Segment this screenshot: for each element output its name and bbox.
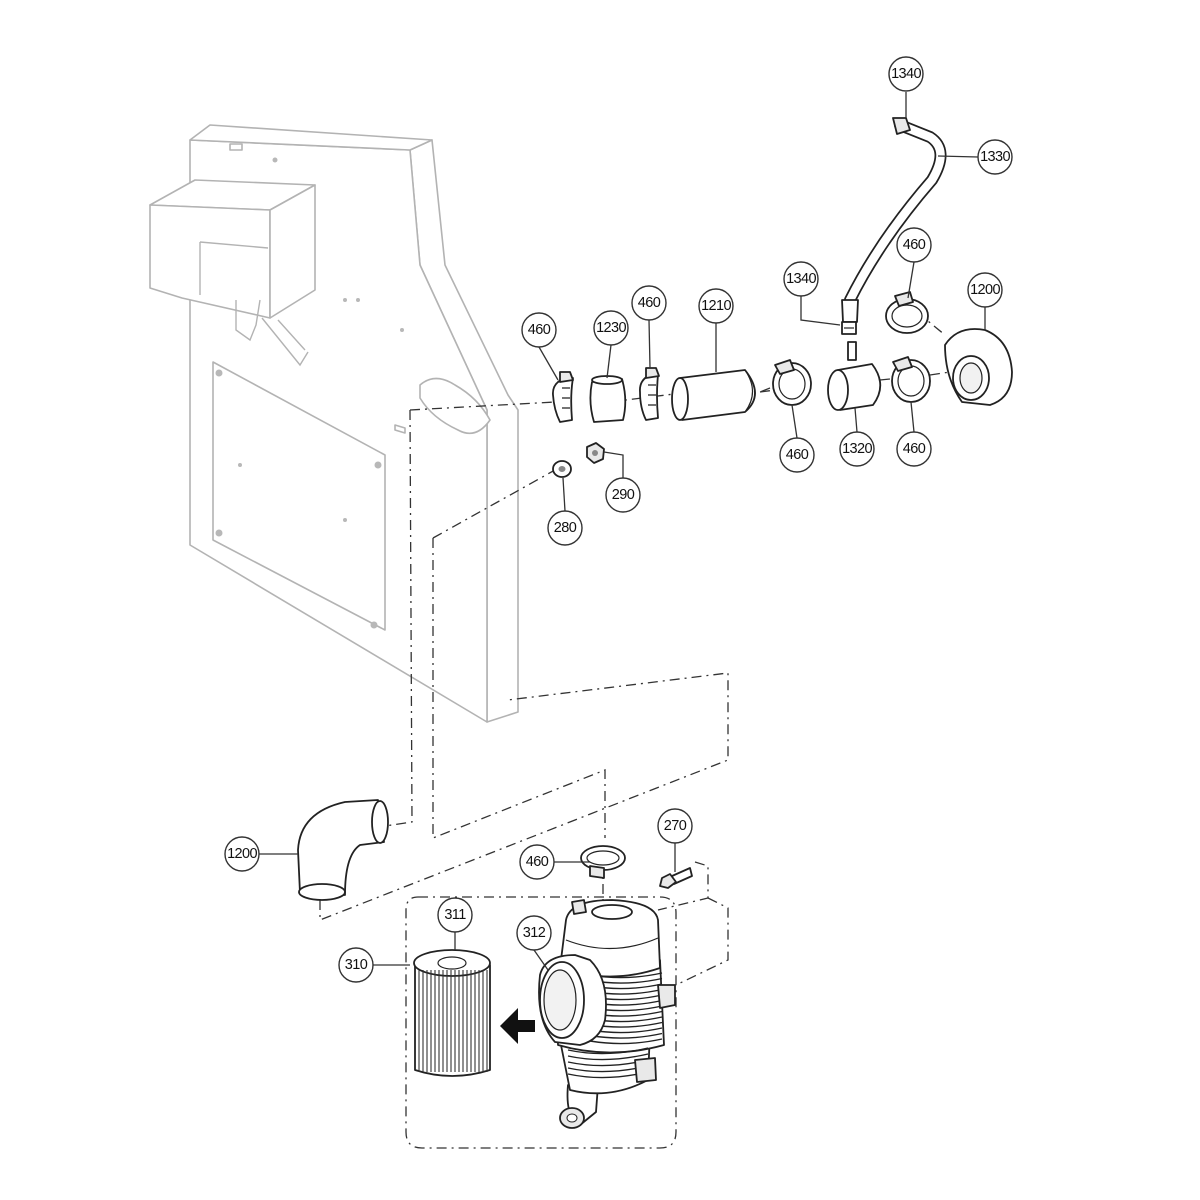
- clamp-460-lower: [580, 845, 626, 879]
- callout-label: 311: [444, 907, 466, 923]
- callout-label: 1340: [786, 271, 816, 287]
- callout-1340-top: 1340: [888, 56, 924, 92]
- callout-270: 270: [657, 808, 693, 844]
- direction-arrow: [500, 1008, 535, 1044]
- washer-280: [552, 460, 572, 478]
- filter-element-311: [413, 949, 491, 1077]
- callout-label: 460: [638, 295, 661, 311]
- callout-460-mid: 460: [631, 285, 667, 321]
- clamp-460-mid: [639, 367, 660, 421]
- callout-label: 270: [664, 818, 687, 834]
- callout-1210: 1210: [698, 288, 734, 324]
- elbow-1200-lower: [297, 799, 389, 901]
- callout-label: 460: [786, 447, 809, 463]
- assembly-310-box: [405, 896, 677, 1149]
- clamp-460-left: [552, 371, 574, 423]
- callout-label: 280: [554, 520, 577, 536]
- callout-460-right-a: 460: [779, 437, 815, 473]
- tube-1210: [671, 369, 756, 421]
- callout-label: 312: [523, 925, 546, 941]
- elbow-1200-upper: [944, 328, 1013, 406]
- callout-label: 1330: [980, 149, 1010, 165]
- callout-label: 1200: [970, 282, 1000, 298]
- leader-lines: [259, 92, 986, 971]
- callout-460-upper: 460: [896, 227, 932, 263]
- callout-1200-lower: 1200: [224, 836, 260, 872]
- background-panel: [149, 124, 519, 723]
- callout-280: 280: [547, 510, 583, 546]
- clamp-460-right-a: [772, 359, 812, 406]
- callout-label: 1320: [842, 441, 872, 457]
- bolt-270: [659, 867, 693, 889]
- hose-1330: [841, 117, 947, 361]
- callout-1330: 1330: [977, 139, 1013, 175]
- air-cleaner-housing-312: [538, 899, 676, 1129]
- callout-460-right-b: 460: [896, 431, 932, 467]
- callout-311: 311: [437, 897, 473, 933]
- callout-460-lower: 460: [519, 844, 555, 880]
- callout-label: 290: [612, 487, 635, 503]
- clamp-460-right-b: [891, 356, 931, 403]
- callout-label: 460: [528, 322, 551, 338]
- clamp-460-upper: [885, 291, 929, 334]
- callout-label: 460: [526, 854, 549, 870]
- callout-1340-mid: 1340: [783, 261, 819, 297]
- callout-1320: 1320: [839, 431, 875, 467]
- callout-label: 460: [903, 237, 926, 253]
- callout-label: 1200: [227, 846, 257, 862]
- callout-label: 460: [903, 441, 926, 457]
- callout-310: 310: [338, 947, 374, 983]
- tee-1320: [827, 363, 882, 411]
- callout-312: 312: [516, 915, 552, 951]
- callout-label: 310: [345, 957, 368, 973]
- callout-label: 1230: [596, 320, 626, 336]
- callout-label: 1210: [701, 298, 731, 314]
- callout-290: 290: [605, 477, 641, 513]
- sleeve-1230: [589, 375, 627, 423]
- nut-290: [586, 442, 605, 464]
- callout-label: 1340: [891, 66, 921, 82]
- callout-460-left: 460: [521, 312, 557, 348]
- callout-1200-upper: 1200: [967, 272, 1003, 308]
- callout-1230: 1230: [593, 310, 629, 346]
